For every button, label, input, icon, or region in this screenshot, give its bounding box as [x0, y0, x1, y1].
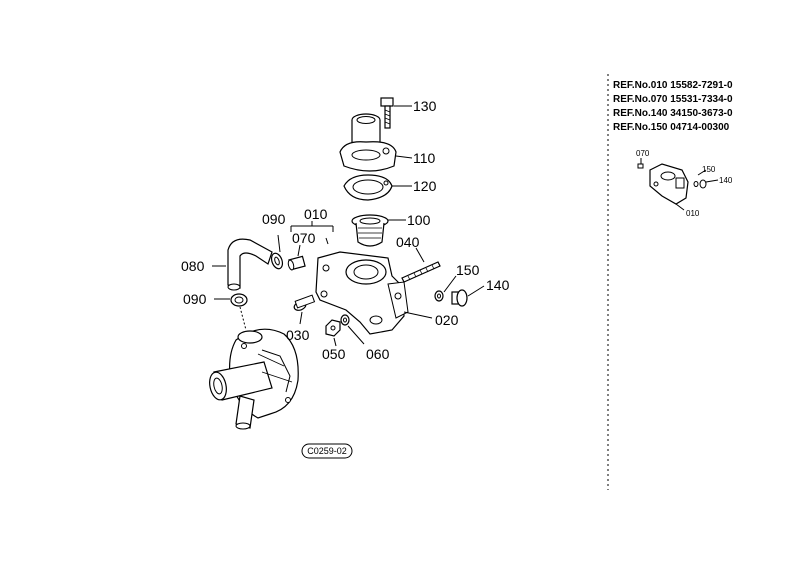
label-110: 110	[413, 150, 436, 166]
bolt-030	[293, 294, 316, 311]
thermostat-100	[351, 214, 389, 247]
plug-140	[451, 289, 468, 307]
reference-line-150: REF.No.150 04714-00300	[613, 122, 730, 133]
thermostat-housing-020	[315, 251, 409, 335]
label-060: 060	[366, 346, 390, 362]
inset-label-010: 010	[686, 209, 700, 218]
reference-line-070: REF.No.070 15531-7334-0	[613, 94, 733, 105]
hose-clamp-090-upper	[270, 252, 284, 270]
label-090-lower: 090	[183, 291, 207, 307]
label-150: 150	[456, 262, 480, 278]
label-070: 070	[292, 230, 316, 246]
inset-label-150: 150	[702, 165, 716, 174]
gasket-120	[343, 174, 393, 201]
reference-line-010: REF.No.010 15582-7291-0	[613, 80, 733, 91]
reference-line-140: REF.No.140 34150-3673-0	[613, 108, 733, 119]
label-050: 050	[322, 346, 346, 362]
label-080: 080	[181, 258, 205, 274]
washer-060	[340, 314, 350, 326]
label-010: 010	[304, 206, 328, 222]
label-040: 040	[396, 234, 420, 250]
inset-label-070: 070	[636, 149, 650, 158]
label-130: 130	[413, 98, 437, 114]
water-flange-110	[339, 113, 397, 172]
label-090-upper: 090	[262, 211, 286, 227]
nut-050	[325, 319, 341, 337]
stud-040	[401, 261, 441, 283]
label-020: 020	[435, 312, 459, 328]
label-120: 120	[413, 178, 437, 194]
diagram-code-badge: C0259-02	[301, 443, 353, 459]
label-030: 030	[286, 327, 310, 343]
pin-070	[287, 255, 306, 271]
washer-150	[434, 290, 444, 302]
inset-assembly-sketch	[637, 158, 719, 211]
hose-clamp-090-lower	[230, 293, 248, 307]
inset-label-140: 140	[719, 176, 733, 185]
diagram-code: C0259-02	[307, 446, 347, 456]
water-pump-body	[209, 328, 299, 430]
bolt-130	[380, 97, 394, 129]
label-140: 140	[486, 277, 510, 293]
label-100: 100	[407, 212, 431, 228]
hose-080	[227, 238, 273, 291]
